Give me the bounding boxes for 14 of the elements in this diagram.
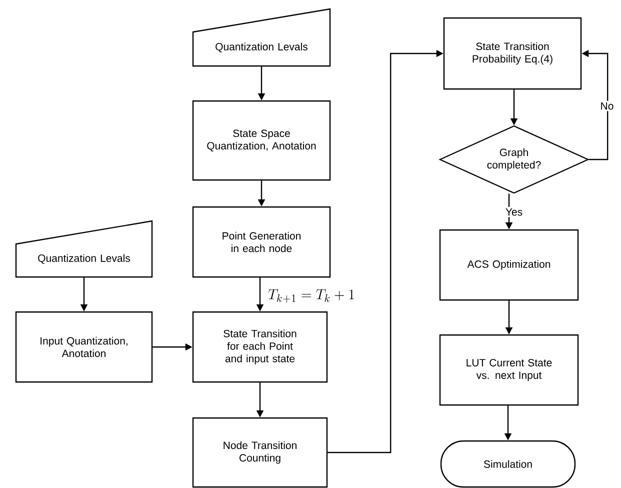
process-box: Point Generation in each node <box>192 206 331 278</box>
terminator-box: Simulation <box>440 440 576 488</box>
process-box: State Transition Probability Eq.(4) <box>443 17 582 90</box>
process-box: State Transition for each Point and input state <box>192 311 328 383</box>
process-box: Input Quantization, Anotation <box>15 311 153 383</box>
process-box: Node Transition Counting <box>192 417 328 488</box>
process-box: LUT Current State vs. next Input <box>439 334 579 406</box>
transition-formula: $T_{k+1}=T_k+1$ <box>266 288 357 304</box>
edge-label: Yes <box>504 206 524 218</box>
process-box: ACS Optimization <box>439 229 579 301</box>
edge-label: No <box>598 100 616 112</box>
manual-input-box: Quantization Levals <box>192 8 331 67</box>
manual-input-box: Quantization Levals <box>15 220 153 278</box>
process-box: State Space Quantization, Anotation <box>192 100 331 181</box>
